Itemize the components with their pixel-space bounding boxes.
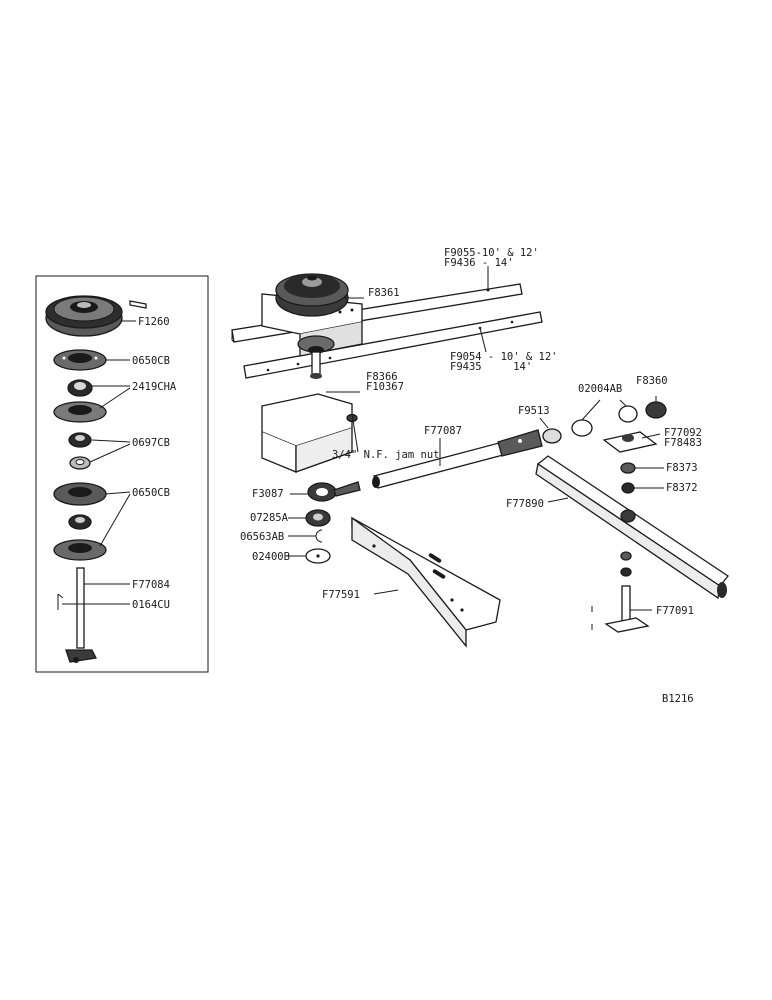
label-f78483: F78483 bbox=[664, 437, 702, 449]
cap-02004ab-right bbox=[618, 405, 638, 423]
label-f8360: F8360 bbox=[636, 375, 668, 387]
cap-02400b bbox=[305, 548, 331, 564]
labels: F9055-10' & 12' F9436 - 14' F8361 F1260 … bbox=[132, 247, 702, 705]
label-f9513: F9513 bbox=[518, 405, 550, 417]
plug-f9513 bbox=[542, 428, 562, 444]
shaft-f77084 bbox=[65, 567, 97, 663]
washer bbox=[69, 456, 91, 470]
label-f8361: F8361 bbox=[368, 287, 400, 299]
label-f9436: F9436 - 14' bbox=[444, 257, 514, 269]
bearing-lower bbox=[68, 514, 92, 530]
main-leaders bbox=[288, 266, 664, 611]
inset-frame bbox=[35, 275, 209, 673]
bracket-f77591 bbox=[351, 516, 501, 648]
frame-bearing-hub bbox=[297, 335, 335, 379]
snap-ring-icon bbox=[315, 529, 323, 543]
label-07285a: 07285A bbox=[250, 512, 289, 524]
figure-id: B1216 bbox=[662, 693, 694, 705]
bearing-2419cha bbox=[67, 379, 93, 397]
label-2419cha: 2419CHA bbox=[132, 381, 177, 393]
label-f77084: F77084 bbox=[132, 579, 170, 591]
label-f8373: F8373 bbox=[666, 462, 698, 474]
flange-bearing-middle bbox=[53, 401, 107, 423]
label-f8372: F8372 bbox=[666, 482, 698, 494]
arm-f77890 bbox=[535, 455, 729, 600]
label-06563ab: 06563AB bbox=[240, 531, 284, 543]
cap-02004ab-left bbox=[571, 419, 593, 437]
cap-f8360 bbox=[645, 401, 667, 419]
label-f10367: F10367 bbox=[366, 381, 404, 393]
flange-bearing-lower bbox=[53, 482, 107, 506]
label-jam-nut: 3/4" N.F. jam nut bbox=[332, 449, 439, 461]
label-f1260: F1260 bbox=[138, 316, 170, 328]
label-f77087: F77087 bbox=[424, 425, 462, 437]
label-0650cb-b: 0650CB bbox=[132, 487, 170, 499]
label-f77091: F77091 bbox=[656, 605, 694, 617]
eye-bolt-f3087 bbox=[307, 481, 361, 502]
pulley-f1260 bbox=[45, 295, 123, 337]
tube-f77087 bbox=[372, 429, 543, 489]
label-f77092: F77092 bbox=[664, 427, 702, 439]
main-pulley bbox=[275, 273, 349, 317]
inset-leaders bbox=[62, 320, 136, 605]
channel-f8366 bbox=[261, 393, 353, 473]
flange-bearing-top bbox=[53, 349, 107, 371]
pin-f77091 bbox=[604, 551, 650, 633]
nut-f8373 bbox=[620, 462, 636, 474]
label-f77890: F77890 bbox=[506, 498, 544, 510]
label-f9055: F9055-10' & 12' bbox=[444, 247, 539, 259]
label-f9054: F9054 - 10' & 12' bbox=[450, 351, 557, 363]
key-icon bbox=[129, 300, 147, 309]
flange-bearing-bottom bbox=[53, 539, 107, 561]
label-f9435: F9435 14' bbox=[450, 361, 532, 373]
label-02400b: 02400B bbox=[252, 551, 290, 563]
label-02004ab: 02004AB bbox=[578, 383, 622, 395]
cotter-pin-icon bbox=[57, 593, 64, 610]
nut-f8372 bbox=[621, 482, 635, 494]
label-f3087: F3087 bbox=[252, 488, 284, 500]
label-0650cb-a: 0650CB bbox=[132, 355, 170, 367]
bearing-07285a bbox=[305, 509, 331, 527]
collar-0697cb bbox=[68, 432, 92, 448]
label-0164cu: 0164CU bbox=[132, 599, 170, 611]
label-0697cb: 0697CB bbox=[132, 437, 170, 449]
plate-f77092 bbox=[602, 431, 658, 453]
label-f8366: F8366 bbox=[366, 371, 398, 383]
label-f77591: F77591 bbox=[322, 589, 360, 601]
